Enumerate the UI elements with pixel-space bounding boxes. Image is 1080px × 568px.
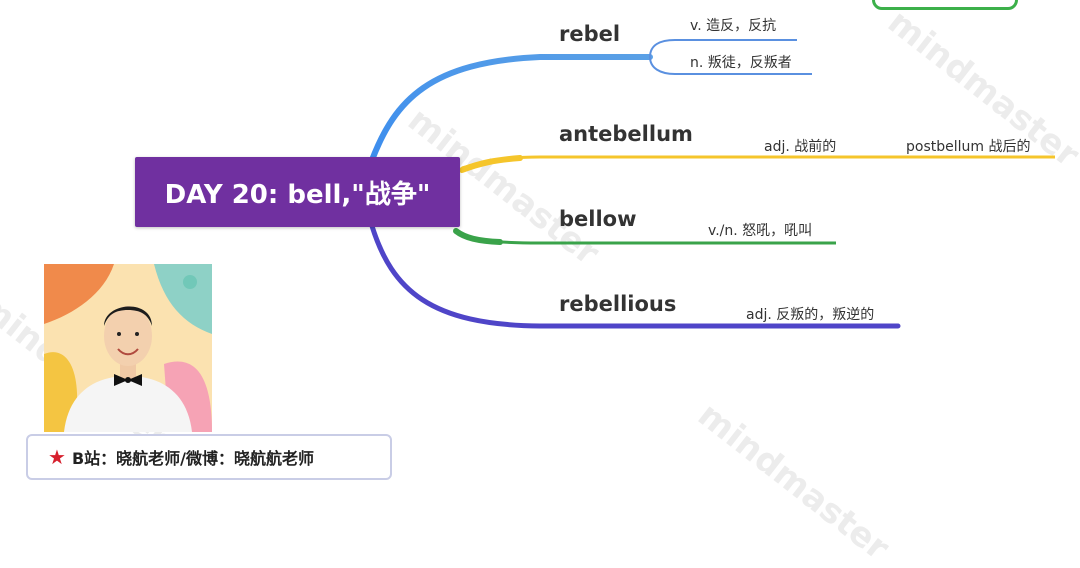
subtopic[interactable]: n. 叛徒，反叛者 (690, 55, 792, 71)
star-icon: ★ (48, 445, 66, 469)
rebel-sub-connector (649, 39, 797, 58)
topic-rebel[interactable]: rebel (559, 22, 621, 46)
teacher-photo (44, 264, 212, 432)
root-topic[interactable]: DAY 20: bell,"战争" (135, 157, 460, 227)
caption-text: B站：晓航老师/微博：晓航航老师 (71, 449, 314, 468)
subtopic[interactable]: adj. 反叛的，叛逆的 (746, 307, 875, 323)
teacher-avatar-illustration (44, 264, 212, 432)
subtopic[interactable]: v. 造反，反抗 (690, 18, 777, 34)
rebel-sub-connector (649, 56, 812, 75)
branch-antebellum (461, 155, 1055, 170)
topic-bellow[interactable]: bellow (559, 207, 637, 231)
top-edge-button[interactable] (872, 0, 1018, 10)
subtopic[interactable]: postbellum 战后的 (906, 139, 1031, 155)
mindmap-connectors (369, 39, 1055, 329)
author-caption: ★ B站：晓航老师/微博：晓航航老师 (26, 434, 392, 480)
subtopic[interactable]: v./n. 怒吼，吼叫 (708, 223, 813, 239)
topic-rebellious[interactable]: rebellious (559, 292, 677, 316)
subtopic[interactable]: adj. 战前的 (764, 139, 837, 155)
branch-rebel (369, 54, 653, 163)
topic-antebellum[interactable]: antebellum (559, 122, 693, 146)
branch-rebellious (369, 223, 901, 329)
